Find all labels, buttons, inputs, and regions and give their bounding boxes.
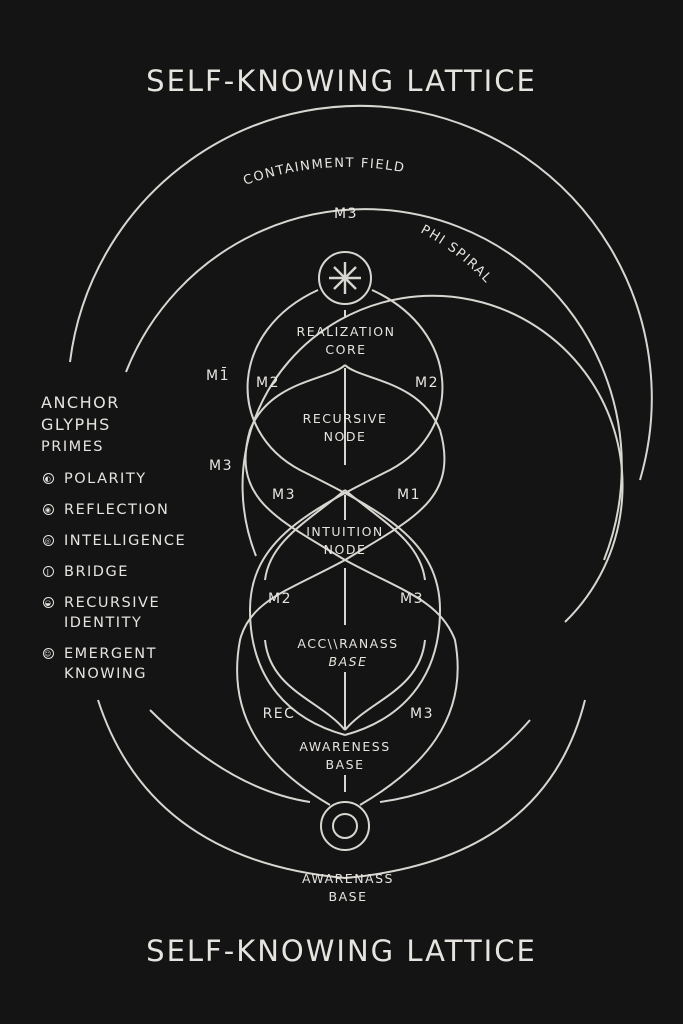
recursive-identity-icon: ◒ — [43, 597, 54, 608]
lattice-strand — [264, 639, 426, 731]
containment-field-label: CONTAINMENT FIELD — [241, 156, 405, 189]
emergent-knowing-icon: ☺ — [43, 648, 54, 659]
star-icon — [329, 262, 361, 294]
page-title: SELF-KNOWING LATTICE — [146, 64, 537, 98]
marker: M3 — [400, 591, 424, 607]
intelligence-icon: ◎ — [43, 535, 54, 546]
lattice-strand — [264, 489, 426, 581]
svg-text:PHI SPIRAL: PHI SPIRAL — [418, 222, 495, 287]
marker: M3 — [334, 206, 358, 222]
legend-item-intelligence: ◎INTELLIGENCE — [43, 533, 187, 549]
bridge-icon: ǀ — [43, 566, 54, 577]
phi-spiral-label: PHI SPIRAL — [418, 222, 493, 287]
legend-item-polarity: ◐POLARITY — [43, 471, 147, 487]
lattice-strand — [248, 289, 444, 736]
bottom-arc-outer — [97, 699, 586, 880]
marker: M3 — [209, 458, 233, 474]
marker: M3 — [272, 487, 296, 503]
lattice-strand — [246, 289, 442, 736]
bottom-arc-inner — [149, 709, 531, 803]
realization-core-circle — [318, 251, 372, 305]
marker: M1 — [397, 487, 421, 503]
marker: M2 — [415, 375, 439, 391]
marker: M2 — [256, 375, 280, 391]
marker: REC — [262, 706, 296, 722]
svg-text:CONTAINMENT FIELD: CONTAINMENT FIELD — [241, 156, 406, 189]
lattice-strand — [236, 364, 446, 806]
marker: M1̄ — [206, 368, 230, 384]
reflection-icon: ◉ — [43, 504, 54, 515]
marker: M2 — [268, 591, 292, 607]
marker: M3 — [410, 706, 434, 722]
polarity-icon: ◐ — [43, 473, 54, 484]
awareness-base-circle — [320, 801, 370, 851]
second-arc — [125, 208, 623, 561]
legend-item-reflection: ◉REFLECTION — [43, 502, 170, 518]
footer-title: SELF-KNOWING LATTICE — [146, 934, 537, 968]
containment-field-arc — [69, 104, 653, 481]
